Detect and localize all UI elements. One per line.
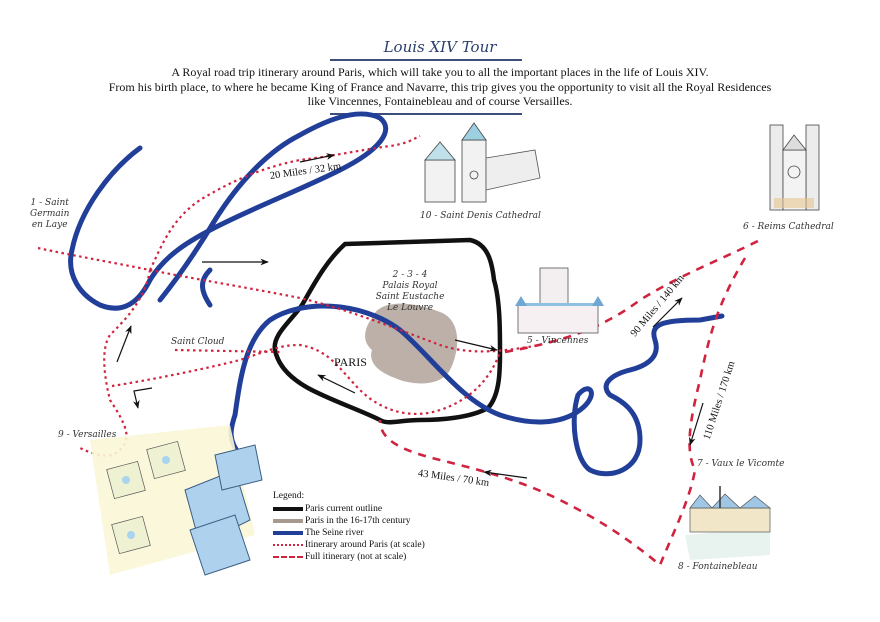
legend-item-itinerary-paris: Itinerary around Paris (at scale)	[273, 539, 425, 551]
paris-outline	[272, 237, 503, 425]
intro-line-2: From his birth place, to where he became…	[108, 79, 772, 94]
label-vincennes: 5 - Vincennes	[527, 336, 589, 346]
legend-item-paris-outline: Paris current outline	[273, 503, 425, 515]
map-title: Louis XIV Tour	[383, 38, 497, 56]
arrow-20-miles	[299, 153, 335, 163]
label-saint-germain: 1 - Saint Germain en Laye	[30, 198, 70, 230]
intro-text: A Royal road trip itinerary around Paris…	[0, 65, 880, 109]
legend-heading: Legend:	[273, 491, 305, 501]
intro-underline	[330, 113, 522, 115]
arrow-110-miles	[689, 402, 704, 446]
label-vaux-le-vicomte: 7 - Vaux le Vicomte	[697, 459, 785, 469]
blue-line-swatch-icon	[273, 531, 303, 535]
legend-item-full-itinerary: Full itinerary (not at scale)	[273, 551, 425, 563]
label-saint-denis: 10 - Saint Denis Cathedral	[420, 211, 541, 221]
arrow-back-paris	[317, 374, 356, 394]
intro-line-3: like Vincennes, Fontainebleau and of cou…	[307, 94, 573, 108]
label-saint-cloud: Saint Cloud	[171, 337, 225, 347]
label-fontainebleau: 8 - Fontainebleau	[678, 562, 758, 572]
fontainebleau-palace-illustration	[685, 486, 771, 560]
legend-item-old-paris: Paris in the 16-17th century	[273, 515, 425, 527]
reims-cathedral-illustration	[769, 124, 820, 211]
saint-denis-cathedral-illustration	[424, 122, 541, 203]
label-versailles: 9 - Versailles	[58, 430, 117, 440]
map-legend: Legend: Paris current outline Paris in t…	[273, 491, 425, 563]
arrow-down-versailles	[132, 387, 153, 409]
vincennes-castle-illustration	[515, 267, 604, 334]
title-underline	[330, 59, 522, 61]
full-itinerary	[378, 238, 761, 568]
arrow-90-miles	[652, 297, 683, 328]
arrow-up-versailles	[116, 325, 132, 363]
dashed-line-swatch-icon	[273, 556, 303, 558]
itinerary-around-paris	[37, 135, 541, 457]
legend-item-seine: The Seine river	[273, 527, 425, 539]
label-paris: PARIS	[334, 355, 367, 369]
versailles-palace-illustration	[90, 425, 263, 576]
brown-line-swatch-icon	[273, 519, 303, 523]
black-line-swatch-icon	[273, 507, 303, 511]
seine-river	[68, 111, 725, 477]
label-reims: 6 - Reims Cathedral	[743, 222, 834, 232]
arrow-to-vincennes	[454, 339, 498, 352]
dotted-line-swatch-icon	[273, 544, 303, 546]
intro-line-1: A Royal road trip itinerary around Paris…	[171, 65, 709, 79]
arrow-43-miles	[483, 469, 528, 479]
label-paris-center: 2 - 3 - 4 Palais Royal Saint Eustache Le…	[375, 270, 445, 313]
